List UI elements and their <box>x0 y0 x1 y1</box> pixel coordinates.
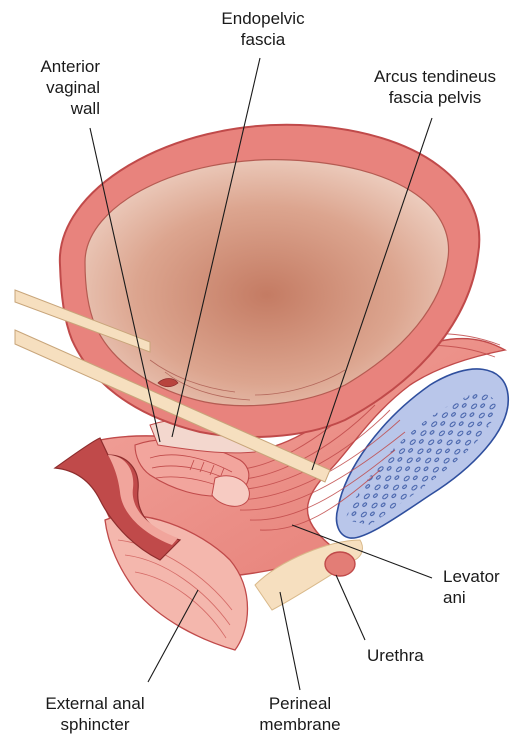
label-levator-ani: Levator ani <box>443 566 523 608</box>
label-arcus-tendineus: Arcus tendineus fascia pelvis <box>355 66 515 108</box>
label-perineal-membrane: Perineal membrane <box>240 693 360 735</box>
label-urethra: Urethra <box>367 645 457 666</box>
label-anterior-vaginal-wall: Anterior vaginal wall <box>10 56 100 119</box>
label-endopelvic-fascia: Endopelvic fascia <box>198 8 328 50</box>
urethra <box>325 552 355 576</box>
label-external-anal-sphincter: External anal sphincter <box>25 693 165 735</box>
